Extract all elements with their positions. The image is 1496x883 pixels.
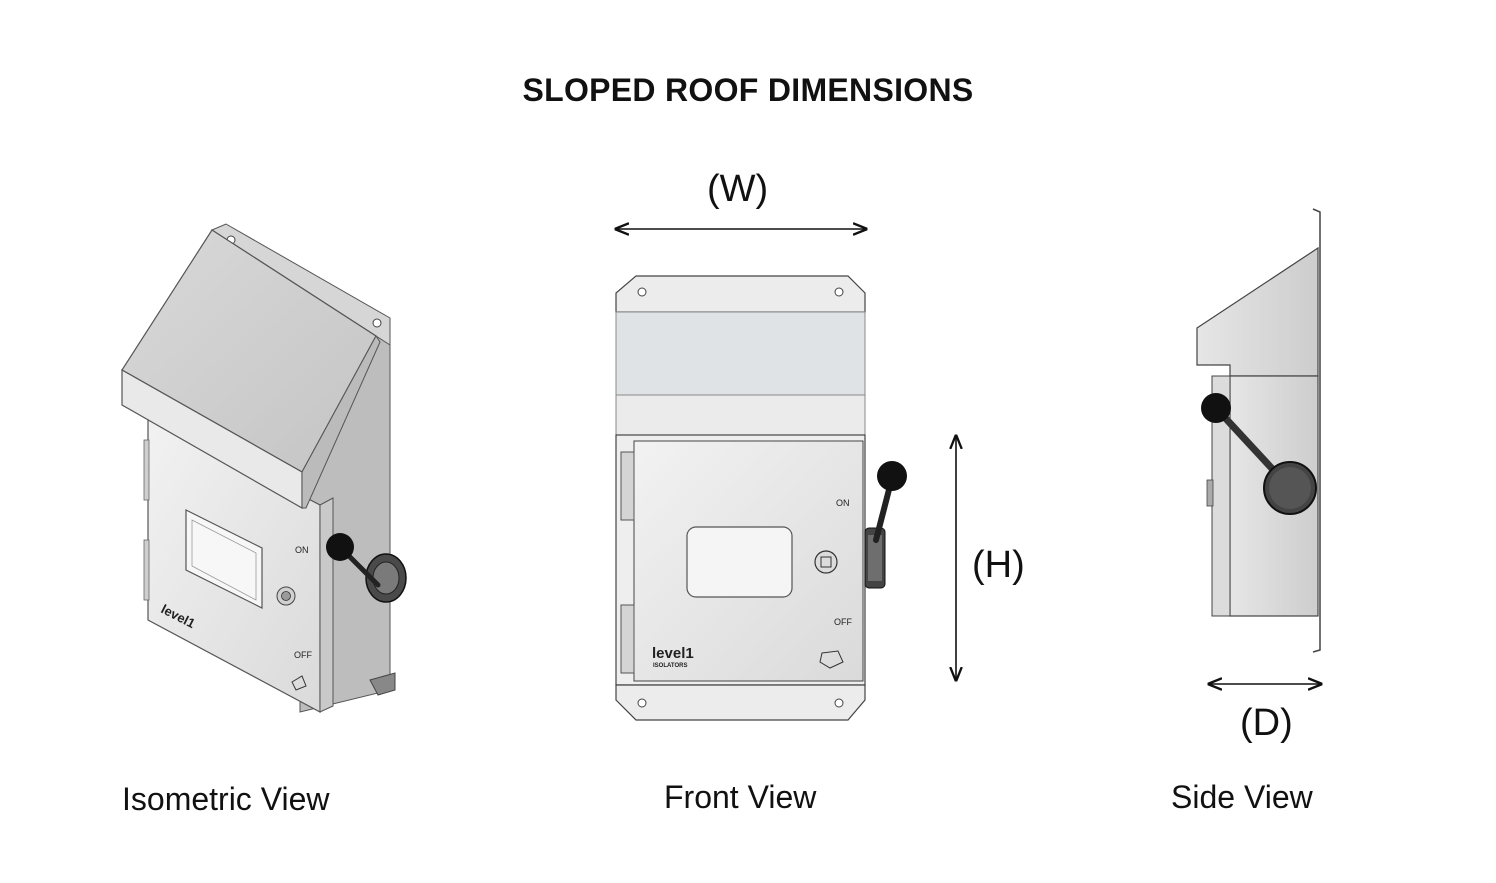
height-label: (H) <box>972 544 1025 586</box>
diagram-title: SLOPED ROOF DIMENSIONS <box>522 72 974 108</box>
side-handle-knob-icon <box>1201 393 1231 423</box>
switch-off-label: OFF <box>294 650 312 660</box>
handle-knob-icon <box>326 533 354 561</box>
map-badge-icon <box>291 675 307 691</box>
front-brand-logo-sub: ISOLATORS <box>653 663 687 669</box>
front-view-caption: Front View <box>664 779 817 815</box>
front-view: ON OFF level1 ISOLATORS <box>616 229 956 721</box>
front-brand-logo: level1 <box>652 645 694 662</box>
front-switch-on-label: ON <box>836 498 850 508</box>
width-label: (W) <box>707 168 769 210</box>
switch-on-label: ON <box>295 545 309 555</box>
front-handle-knob-icon <box>877 461 907 491</box>
side-view <box>1196 208 1321 684</box>
front-switch-off-label: OFF <box>834 617 852 627</box>
side-view-caption: Side View <box>1171 779 1313 815</box>
isometric-view-caption: Isometric View <box>122 781 330 817</box>
front-map-badge-icon <box>819 650 844 669</box>
isometric-view: ON OFF level1 <box>121 223 407 714</box>
depth-label: (D) <box>1240 702 1293 744</box>
